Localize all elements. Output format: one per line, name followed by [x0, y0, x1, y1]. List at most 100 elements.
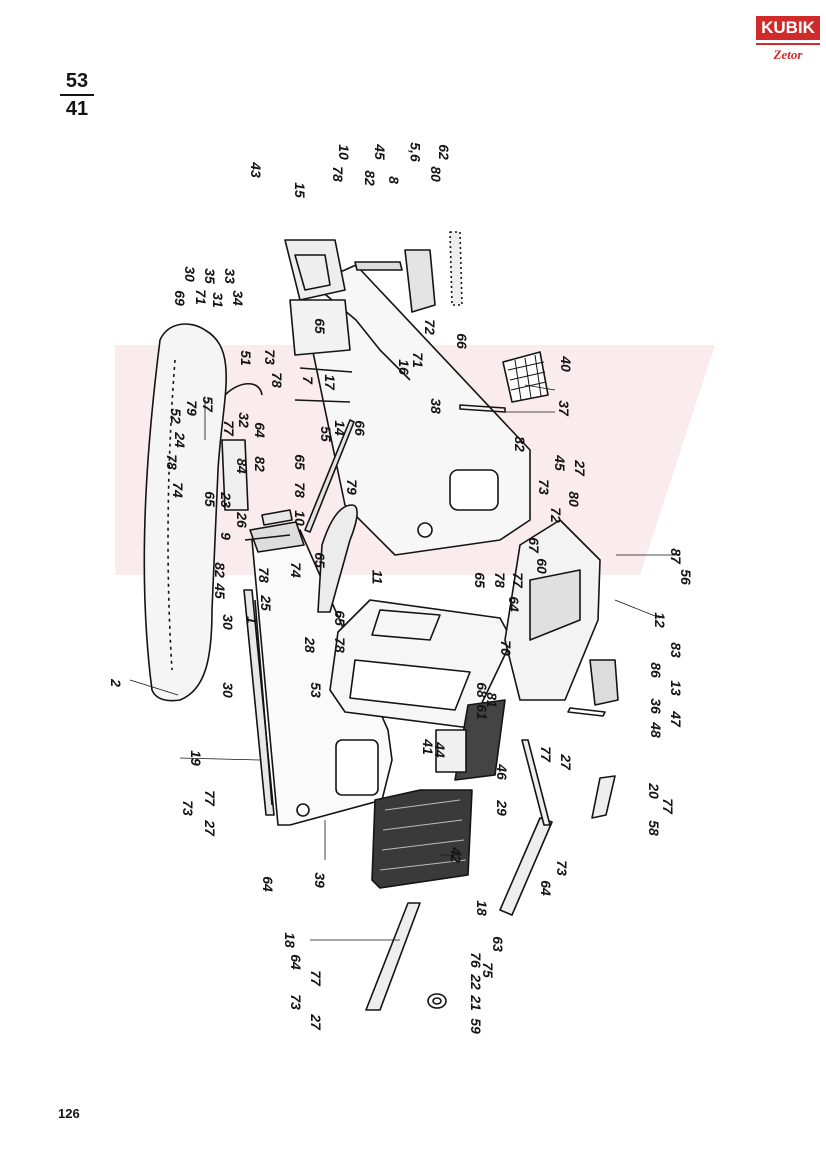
- callout-c53: 53: [307, 682, 324, 698]
- part-20-plate: [591, 775, 616, 819]
- callout-c73b: 73: [287, 994, 304, 1010]
- callout-c78c: 78: [491, 572, 508, 588]
- callout-c59: 59: [467, 1018, 484, 1034]
- part-18-arm-left: [365, 902, 421, 1011]
- callout-c65d: 65: [291, 454, 308, 470]
- callout-c2: 2: [107, 679, 124, 687]
- part-36-rod: [567, 707, 606, 717]
- callout-c71a: 71: [192, 289, 209, 305]
- callout-c30b: 30: [219, 614, 236, 630]
- callout-c48: 48: [647, 722, 664, 738]
- callout-c80a: 80: [565, 491, 582, 507]
- part-19-rail: [243, 589, 275, 816]
- callout-c73c: 73: [553, 860, 570, 876]
- callout-c15: 15: [291, 182, 308, 198]
- page-number: 126: [58, 1106, 80, 1121]
- part-42-mesh: [371, 789, 473, 889]
- callout-c82c: 82: [251, 456, 268, 472]
- callout-c27c: 27: [557, 754, 574, 770]
- part-21-ring: [427, 993, 447, 1009]
- callout-c18b: 18: [473, 900, 490, 916]
- callout-c28: 28: [301, 637, 318, 653]
- callout-c57: 57: [199, 396, 216, 412]
- callout-c60: 60: [533, 558, 550, 574]
- callout-c34: 34: [229, 290, 246, 306]
- section-denominator: 41: [65, 98, 89, 120]
- part-44-label: [435, 729, 467, 773]
- callout-c27d: 27: [571, 460, 588, 476]
- callout-c78a: 78: [331, 637, 348, 653]
- callout-c46: 46: [493, 764, 510, 780]
- callout-c76: 76: [467, 952, 484, 968]
- callout-c87: 87: [667, 548, 684, 564]
- callout-c82b: 82: [211, 562, 228, 578]
- logo-zetor-text: Zetor: [756, 43, 820, 65]
- callout-c69: 69: [171, 290, 188, 306]
- callout-c72a: 72: [547, 507, 564, 523]
- callout-c78g: 78: [329, 166, 346, 182]
- callout-c45c: 45: [371, 144, 388, 160]
- callout-c65c: 65: [311, 552, 328, 568]
- callout-c43: 43: [247, 162, 264, 178]
- part-13-plate: [589, 659, 619, 706]
- part-29-rod: [521, 739, 551, 826]
- callout-c55: 55: [317, 426, 334, 442]
- part-11-armrest: [317, 504, 358, 613]
- section-numerator: 53: [65, 70, 89, 92]
- callout-c65f: 65: [311, 318, 328, 334]
- callout-c77c: 77: [537, 746, 554, 762]
- callout-c29: 29: [493, 800, 510, 816]
- part-5-6: [404, 249, 436, 313]
- callout-c26: 26: [233, 512, 250, 528]
- callout-c1: 1: [243, 616, 260, 624]
- fraction-bar: [60, 94, 94, 96]
- callout-c45a: 45: [551, 455, 568, 471]
- part-8: [354, 261, 403, 271]
- callout-c77f: 77: [220, 420, 237, 436]
- callout-c23: 23: [217, 492, 234, 508]
- callout-c20: 20: [645, 783, 662, 799]
- callout-c63: 63: [489, 936, 506, 952]
- part-51: [224, 382, 263, 396]
- callout-c74a: 74: [287, 562, 304, 578]
- callout-c31: 31: [209, 292, 226, 308]
- callout-c45b: 45: [211, 583, 228, 599]
- callout-c32: 32: [235, 412, 252, 428]
- part-7-rod: [299, 367, 353, 373]
- callout-c11: 11: [369, 569, 386, 585]
- callout-c36: 36: [647, 698, 664, 714]
- callout-c64b: 64: [287, 954, 304, 970]
- callout-c64d: 64: [505, 596, 522, 612]
- callout-c56: 56: [677, 569, 694, 585]
- callout-c78f: 78: [268, 372, 285, 388]
- part-2-cushion: [143, 323, 227, 702]
- callout-c77e: 77: [509, 572, 526, 588]
- callout-c10a: 10: [291, 510, 308, 526]
- callout-c40: 40: [557, 356, 574, 372]
- callout-c10b: 10: [335, 144, 352, 160]
- part-62-strip: [449, 231, 463, 306]
- kubik-zetor-logo: KUBIK Zetor: [756, 16, 820, 68]
- callout-c68: 68: [473, 682, 490, 698]
- callout-c83: 83: [667, 642, 684, 658]
- callout-c14: 14: [331, 420, 348, 436]
- callout-c62: 62: [435, 144, 452, 160]
- callout-c80b: 80: [427, 166, 444, 182]
- callout-c65b: 65: [471, 572, 488, 588]
- callout-c42: 42: [447, 847, 464, 863]
- callout-c65e: 65: [201, 491, 218, 507]
- callout-c33: 33: [221, 268, 238, 284]
- callout-c66a: 66: [351, 420, 368, 436]
- callout-c18a: 18: [281, 932, 298, 948]
- callout-c7: 7: [299, 376, 316, 384]
- callout-c70: 70: [497, 640, 514, 656]
- callout-c82d: 82: [361, 170, 378, 186]
- callout-c79b: 79: [183, 400, 200, 416]
- callout-c71b: 71: [409, 352, 426, 368]
- section-number: 53 41: [60, 70, 94, 120]
- callout-c12: 12: [651, 612, 668, 628]
- callout-c77d: 77: [659, 798, 676, 814]
- callout-c21: 21: [467, 995, 484, 1011]
- callout-c38: 38: [427, 398, 444, 414]
- part-9-rod: [244, 534, 291, 541]
